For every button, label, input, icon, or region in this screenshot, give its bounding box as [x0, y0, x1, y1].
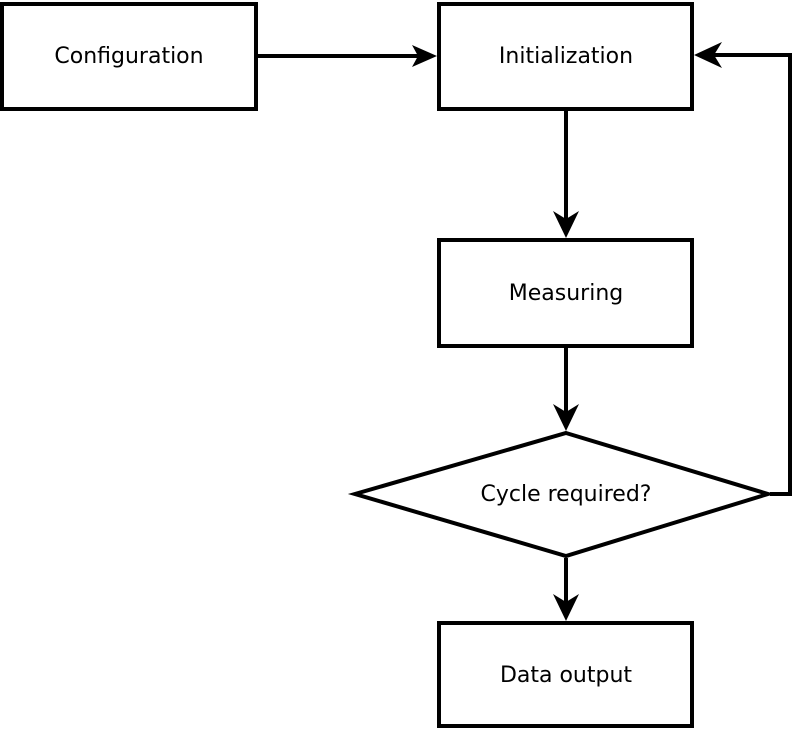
initialization-label: Initialization [499, 44, 633, 69]
initialization-box[interactable] [437, 2, 694, 111]
data-output-label: Data output [500, 663, 632, 688]
edge-config-to-init [258, 45, 437, 67]
edge-decision-to-output [553, 558, 579, 621]
node-cycle-required[interactable]: Cycle required? [347, 430, 775, 559]
configuration-label: Configuration [54, 44, 203, 69]
cycle-required-label: Cycle required? [481, 482, 652, 507]
node-configuration[interactable]: Configuration [0, 2, 258, 111]
edge-measuring-to-decision [553, 348, 579, 431]
arrowhead-measuring-to-decision [553, 404, 579, 431]
cycle-required-diamond[interactable] [347, 430, 775, 559]
measuring-box[interactable] [437, 238, 694, 348]
arrowhead-decision-to-output [553, 594, 579, 621]
edge-line-decision-to-init-feedback [706, 53, 792, 496]
arrowhead-init-to-measuring [553, 211, 579, 238]
configuration-box[interactable] [0, 2, 258, 111]
measuring-label: Measuring [509, 281, 623, 306]
arrowhead-config-to-init [412, 45, 437, 67]
edge-decision-to-init-feedback [694, 42, 792, 496]
data-output-box[interactable] [437, 621, 694, 728]
edge-init-to-measuring [553, 111, 579, 238]
node-data-output[interactable]: Data output [437, 621, 694, 728]
node-measuring[interactable]: Measuring [437, 238, 694, 348]
node-initialization[interactable]: Initialization [437, 2, 694, 111]
arrowhead-decision-to-init-feedback [694, 42, 722, 68]
